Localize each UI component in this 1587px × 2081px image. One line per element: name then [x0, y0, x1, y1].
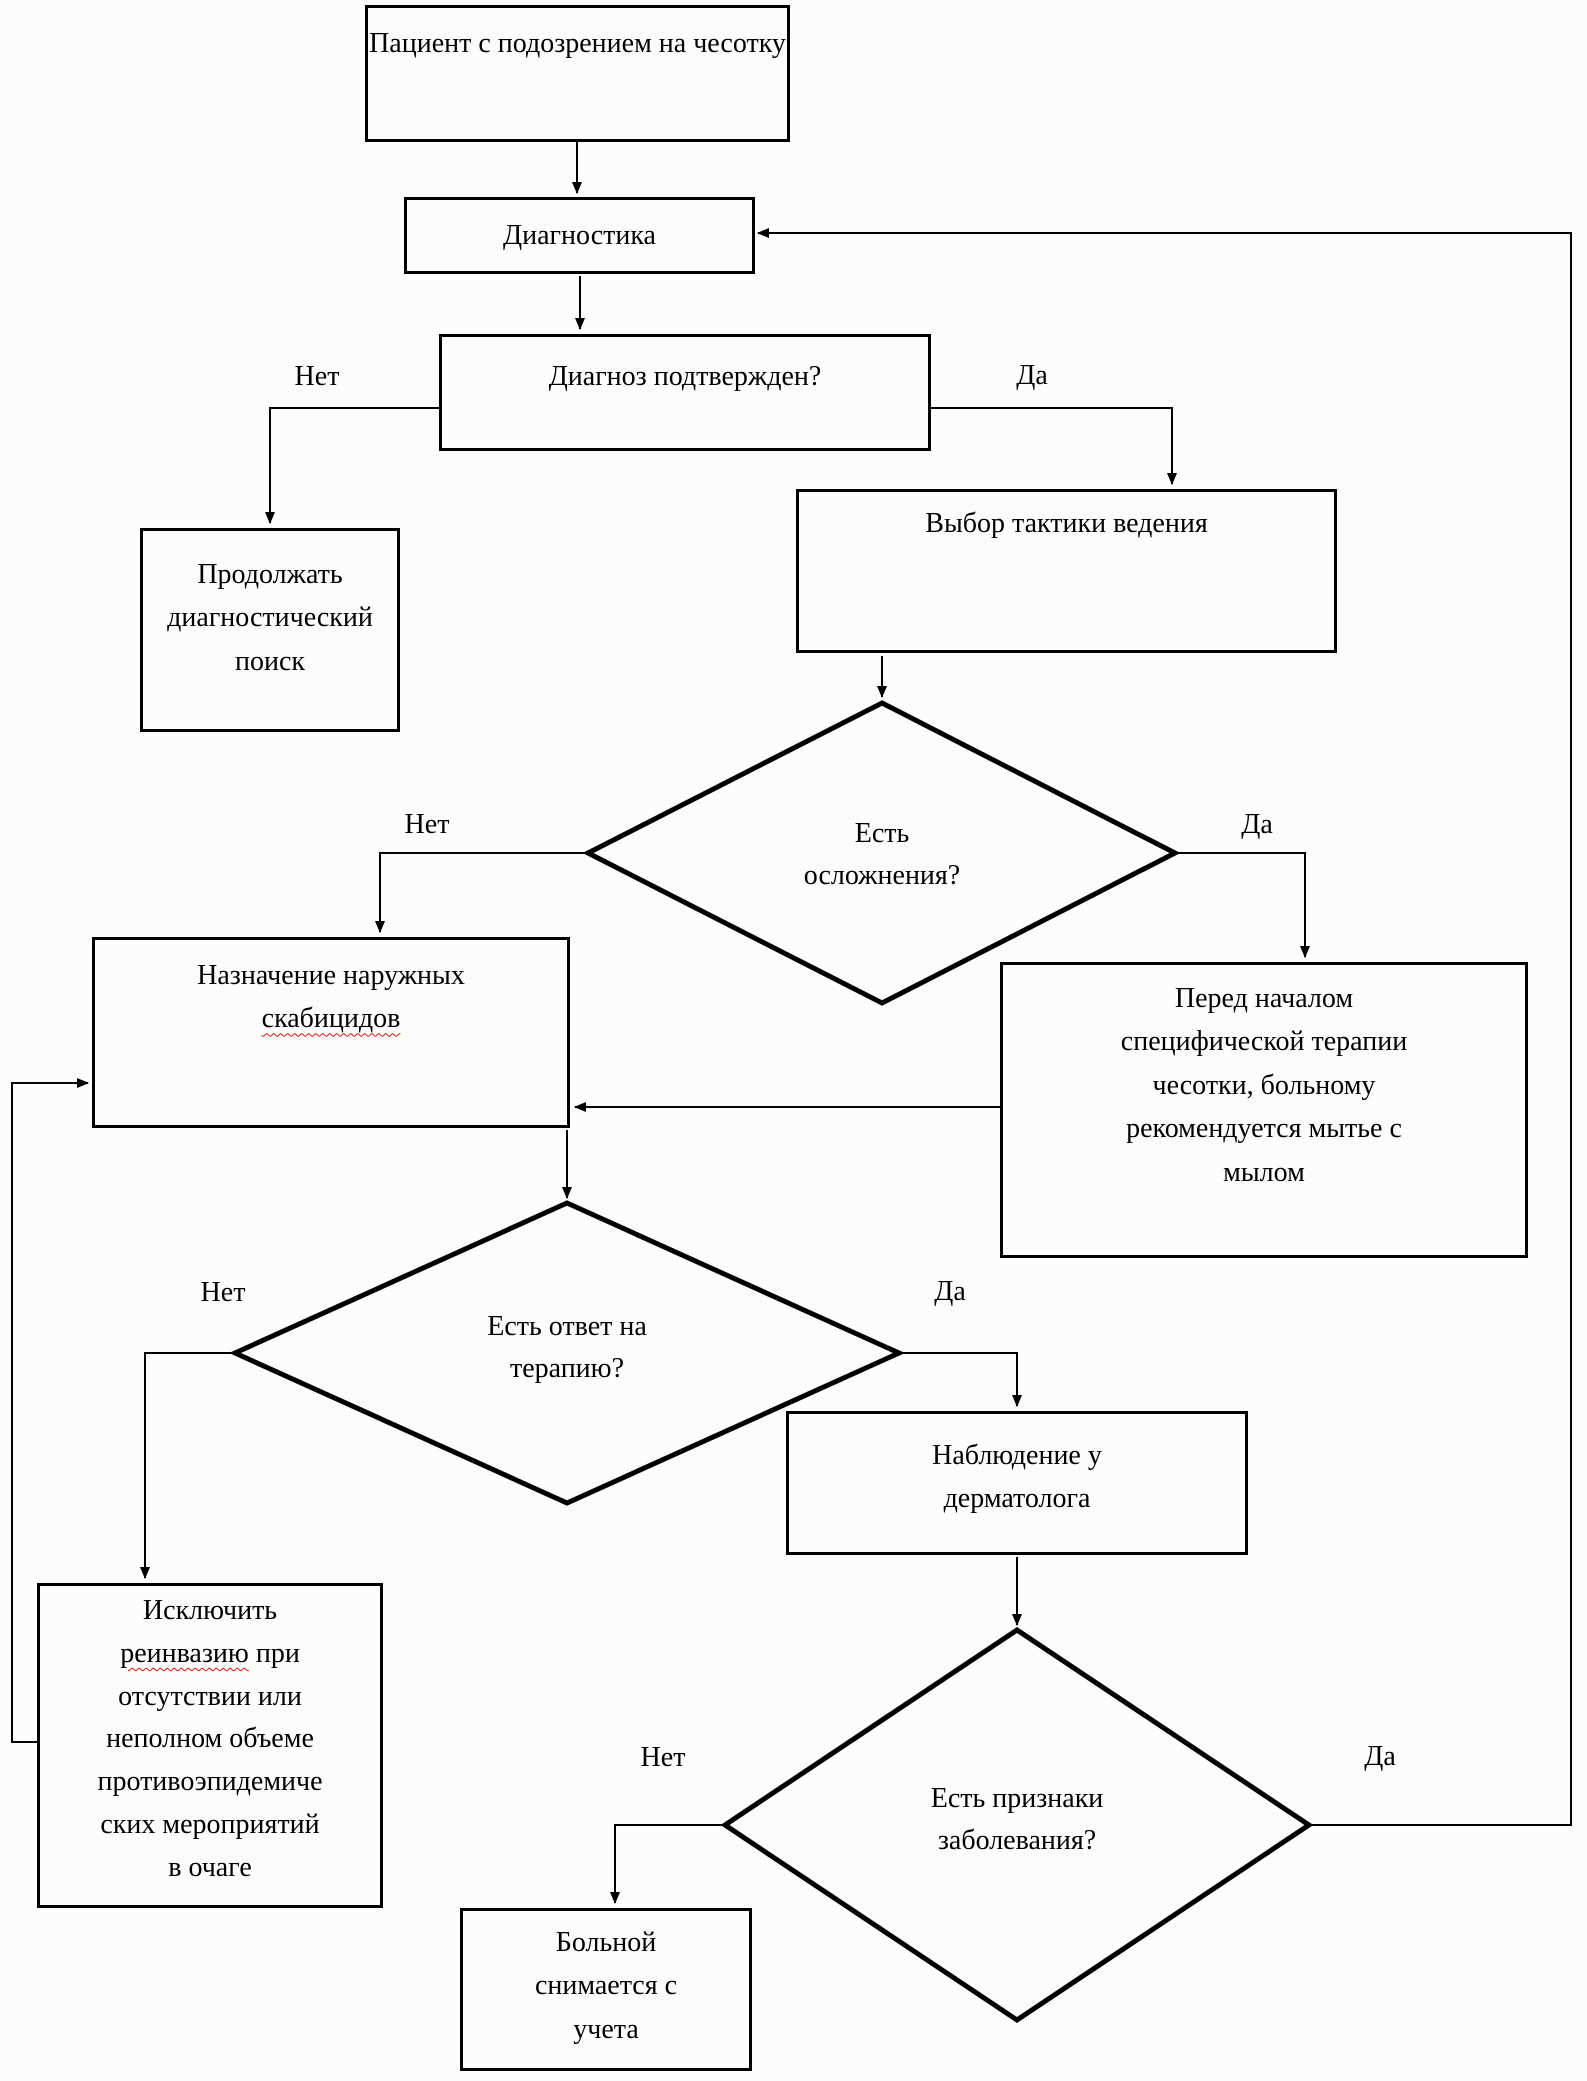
misspelled-word: скабицидов: [261, 1003, 401, 1035]
edge-reinvasion-feedback: [11, 1078, 89, 1743]
node-patient: Пациент с подозрением на чесотку: [365, 5, 790, 142]
edge-complications-yes: [1175, 852, 1310, 958]
edge-therapy-no: [140, 1352, 235, 1579]
label-therapy-no: Нет: [200, 1277, 246, 1308]
complications-diamond: [582, 700, 1181, 1006]
misspelled-word: реинвазию: [120, 1637, 249, 1669]
therapy-response-diamond: [228, 1200, 906, 1506]
edge-signs-yes-feedback: [757, 228, 1572, 1826]
label-therapy-yes: Да: [934, 1276, 966, 1307]
label-signs-no: Нет: [640, 1742, 686, 1773]
node-tactics: Выбор тактики ведения: [796, 489, 1337, 653]
node-patient-label: Пациент с подозрением на чесотку: [369, 28, 786, 59]
complications-diamond-label: Есть осложнения?: [803, 818, 961, 891]
node-scabicides: Назначение наружных скабицидов: [92, 937, 570, 1128]
node-continue-search: Продолжать диагностический поиск: [140, 528, 400, 732]
node-diagnosis-confirmed: Диагноз подтвержден?: [439, 334, 931, 451]
label-confirmed-yes: Да: [1016, 360, 1048, 391]
node-diagnosis-confirmed-label: Диагноз подтвержден?: [548, 361, 822, 392]
node-tactics-label: Выбор тактики ведения: [925, 508, 1208, 539]
label-confirmed-no: Нет: [294, 361, 340, 392]
disease-signs-diamond: [720, 1626, 1314, 2024]
node-diagnostics: Диагностика: [404, 197, 755, 274]
node-diagnostics-label: Диагностика: [503, 220, 656, 251]
edge-confirmed-yes: [931, 407, 1177, 485]
node-washing: Перед началом специфической терапии чесо…: [1000, 962, 1528, 1258]
edge-confirmed-no: [265, 407, 439, 524]
node-reinvasion: Исключить реинвазию при отсутствии или н…: [37, 1583, 383, 1908]
label-complications-no: Нет: [404, 809, 450, 840]
label-complications-yes: Да: [1241, 809, 1273, 840]
edge-therapy-yes: [899, 1352, 1022, 1407]
label-signs-yes: Да: [1364, 1741, 1396, 1772]
node-dermatologist: Наблюдение у дерматолога: [786, 1411, 1248, 1555]
therapy-response-diamond-label: Есть ответ на терапию?: [487, 1311, 647, 1384]
edge-signs-no: [610, 1824, 725, 1904]
node-deregister: Больной снимается с учета: [460, 1908, 752, 2071]
disease-signs-diamond-label: Есть признаки заболевания?: [930, 1783, 1104, 1856]
edge-complications-no: [375, 852, 588, 933]
